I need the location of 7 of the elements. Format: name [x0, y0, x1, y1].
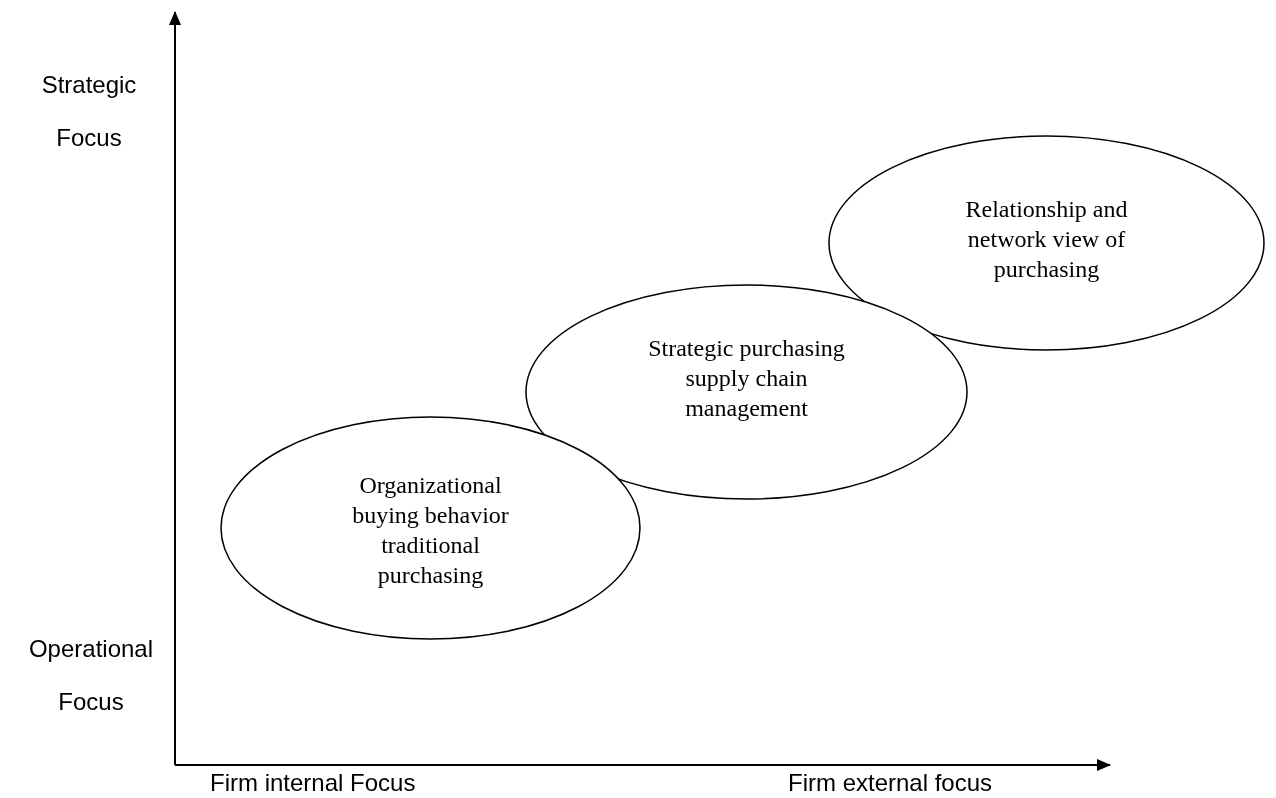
ellipse-label: Strategic purchasing supply chain management — [647, 334, 846, 423]
ellipse-label: Relationship and network view of purchasing — [964, 195, 1129, 284]
axis-label: Firm internal Focus — [210, 768, 417, 798]
ellipse-label: Organizational buying behavior traditional purchasing — [351, 471, 510, 590]
axis-label: Operational Focus — [27, 634, 155, 717]
axis-label: Strategic Focus — [40, 70, 138, 153]
axis-label: Firm external focus — [788, 768, 994, 798]
